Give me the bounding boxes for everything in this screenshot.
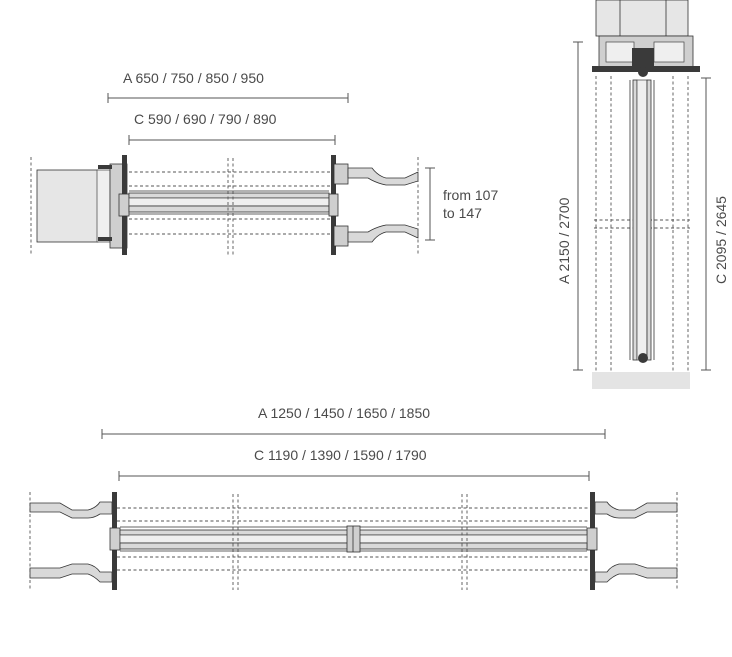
top-track xyxy=(592,35,700,77)
double-right-frame xyxy=(586,492,678,590)
ceiling-block xyxy=(595,0,689,37)
single-dim-c-label: C 590 / 690 / 790 / 890 xyxy=(134,111,277,127)
double-left-frame xyxy=(29,492,121,590)
vertical-dim-c-label: C 2095 / 2645 xyxy=(713,196,729,284)
double-dim-a-label: A 1250 / 1450 / 1650 / 1850 xyxy=(258,405,430,421)
vertical-section: A 2150 / 2700 C 2095 / 2645 xyxy=(556,0,729,389)
single-left-wall xyxy=(36,169,99,243)
meeting-stile xyxy=(346,525,361,553)
floor-block xyxy=(592,372,690,389)
single-dim-a-label: A 650 / 750 / 850 / 950 xyxy=(123,70,264,86)
single-door-leaf xyxy=(128,190,330,215)
vertical-dim-a-label: A 2150 / 2700 xyxy=(556,197,572,284)
single-thickness-label-2: to 147 xyxy=(443,205,482,221)
vertical-door-leaf xyxy=(629,79,655,361)
double-left-leaf xyxy=(119,526,351,552)
double-dim-c-label: C 1190 / 1390 / 1590 / 1790 xyxy=(254,447,427,463)
single-right-frame xyxy=(328,155,419,255)
single-door-plan: A 650 / 750 / 850 / 950 C 590 / 690 / 79… xyxy=(30,70,498,255)
single-left-frame xyxy=(98,155,130,255)
single-thickness-label-1: from 107 xyxy=(443,187,498,203)
double-right-leaf xyxy=(356,526,588,552)
double-door-plan: A 1250 / 1450 / 1650 / 1850 C 1190 / 139… xyxy=(29,405,678,590)
